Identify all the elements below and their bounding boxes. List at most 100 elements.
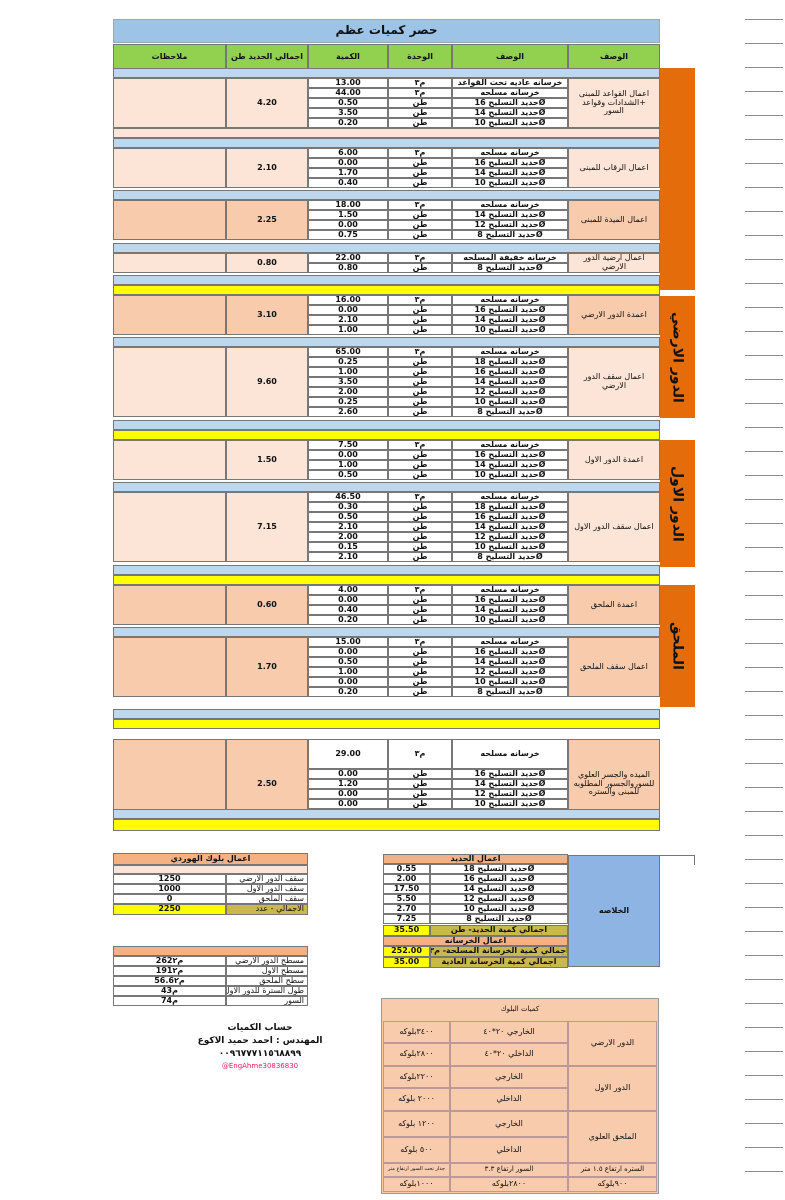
margin-dash xyxy=(745,91,783,92)
item-unit: طن xyxy=(388,595,452,605)
margin-dash xyxy=(745,163,783,164)
item-desc: حديد التسليح 12Ø xyxy=(452,667,568,677)
item-qty: 0.00 xyxy=(308,789,388,799)
item-desc: حديد التسليح 10Ø xyxy=(452,118,568,128)
area-label-3: طول السترة للدور الاول xyxy=(226,986,308,996)
block-val-2-1: ٥٠٠ بلوكه xyxy=(383,1137,450,1163)
item-qty: 1.70 xyxy=(308,168,388,178)
item-desc: حديد التسليح 14Ø xyxy=(452,315,568,325)
area-value-4: 74م xyxy=(113,996,226,1006)
area-label-0: مسطح الدور الارضي xyxy=(226,956,308,966)
block-floor-2: الملحق العلوي xyxy=(568,1111,657,1163)
item-qty: 0.50 xyxy=(308,512,388,522)
item-desc: حديد التسليح 12Ø xyxy=(452,387,568,397)
margin-dash xyxy=(745,139,783,140)
item-unit: م٣ xyxy=(388,148,452,158)
item-qty: 0.00 xyxy=(308,799,388,809)
item-unit: طن xyxy=(388,158,452,168)
page-title: حصر كميات عظم xyxy=(113,19,660,43)
notes-cell xyxy=(113,637,226,697)
block-desc-1-1: الداخلي xyxy=(450,1088,568,1111)
margin-dash xyxy=(745,643,783,644)
margin-dash xyxy=(745,19,783,20)
item-unit: طن xyxy=(388,605,452,615)
item-unit: طن xyxy=(388,325,452,335)
separator-row xyxy=(113,243,660,253)
block-bottom-val-1: ٢٨٠٠بلوكه xyxy=(450,1177,568,1192)
item-unit: طن xyxy=(388,799,452,809)
summary-side-line-v xyxy=(694,855,695,865)
separator-row xyxy=(113,285,660,295)
rc-total-label: اجمالي كمية الخرسانة المسلحة- م٣ xyxy=(430,946,568,957)
item-desc: حديد التسليح 8Ø xyxy=(452,687,568,697)
item-desc: حديد التسليح 10Ø xyxy=(452,470,568,480)
item-desc: خرسانه مسلحه xyxy=(452,148,568,158)
margin-dash xyxy=(745,907,783,908)
steel-summary-label: حديد التسليح 14Ø xyxy=(430,884,568,894)
side-label-ground: الدور الارضي xyxy=(669,311,686,403)
item-desc: حديد التسليح 10Ø xyxy=(452,178,568,188)
margin-dash xyxy=(745,331,783,332)
item-qty: 0.00 xyxy=(308,769,388,779)
margin-dash xyxy=(745,1003,783,1004)
summary-side-line xyxy=(660,855,695,856)
item-unit: م٣ xyxy=(388,347,452,357)
margin-dash xyxy=(745,571,783,572)
item-desc: حديد التسليح 10Ø xyxy=(452,677,568,687)
item-unit: طن xyxy=(388,407,452,417)
item-qty: 18.00 xyxy=(308,200,388,210)
margin-dash xyxy=(745,667,783,668)
item-desc: حديد التسليح 16Ø xyxy=(452,305,568,315)
separator-row xyxy=(113,68,660,78)
header-notes: ملاحظات xyxy=(113,44,226,70)
hurdi-label-1: سقف الدور الاول xyxy=(226,884,308,894)
separator-row xyxy=(113,809,660,819)
margin-dash xyxy=(745,451,783,452)
steel-summary-label: حديد التسليح 16Ø xyxy=(430,874,568,884)
separator-row xyxy=(113,565,660,575)
steel-summary-label: حديد التسليح 18Ø xyxy=(430,864,568,874)
margin-dash xyxy=(745,931,783,932)
item-qty: 29.00 xyxy=(308,739,388,769)
credit-handle[interactable]: @EngAhme30836830 xyxy=(221,1061,299,1070)
separator-row xyxy=(113,430,660,440)
steel-summary-value: 17.50 xyxy=(383,884,430,894)
item-qty: 0.00 xyxy=(308,305,388,315)
separator-row xyxy=(113,275,660,285)
item-desc: حديد التسليح 14Ø xyxy=(452,657,568,667)
separator-row xyxy=(113,719,660,729)
item-unit: م٣ xyxy=(388,295,452,305)
steel-summary-label: حديد التسليح 10Ø xyxy=(430,904,568,914)
hurdi-label-2: سقف الملحق xyxy=(226,894,308,904)
steel-summary-label: حديد التسليح 8Ø xyxy=(430,914,568,924)
item-qty: 15.00 xyxy=(308,637,388,647)
item-desc: حديد التسليح 16Ø xyxy=(452,158,568,168)
item-unit: طن xyxy=(388,315,452,325)
steel-total: 2.10 xyxy=(226,148,308,188)
notes-cell xyxy=(113,78,226,128)
separator-row xyxy=(113,575,660,585)
item-unit: م٣ xyxy=(388,585,452,595)
item-qty: 44.00 xyxy=(308,88,388,98)
group-label: اعمال القواعد للمبنى +الشدادات وقواعد ال… xyxy=(568,78,660,128)
margin-dash xyxy=(745,499,783,500)
item-unit: طن xyxy=(388,522,452,532)
steel-total: 2.25 xyxy=(226,200,308,240)
group-label: اعمدة الملحق xyxy=(568,585,660,625)
item-desc: حديد التسليح 8Ø xyxy=(452,552,568,562)
margin-dash xyxy=(745,859,783,860)
item-unit: م٣ xyxy=(388,440,452,450)
margin-dash xyxy=(745,115,783,116)
item-qty: 0.00 xyxy=(308,450,388,460)
item-desc: حديد التسليح 8Ø xyxy=(452,263,568,273)
margin-dash xyxy=(745,787,783,788)
margin-dash xyxy=(745,355,783,356)
item-qty: 0.15 xyxy=(308,542,388,552)
header-desc2: الوصف xyxy=(452,44,568,70)
margin-dash xyxy=(745,379,783,380)
item-qty: 0.40 xyxy=(308,605,388,615)
credit-engineer: المهندس : احمد حميد الاكوع xyxy=(197,1036,323,1046)
steel-summary-value: 2.70 xyxy=(383,904,430,914)
item-qty: 0.25 xyxy=(308,397,388,407)
credit-phone: ٠٠٩٦٧٧٧١١٥٦٨٨٩٩ xyxy=(218,1049,302,1059)
